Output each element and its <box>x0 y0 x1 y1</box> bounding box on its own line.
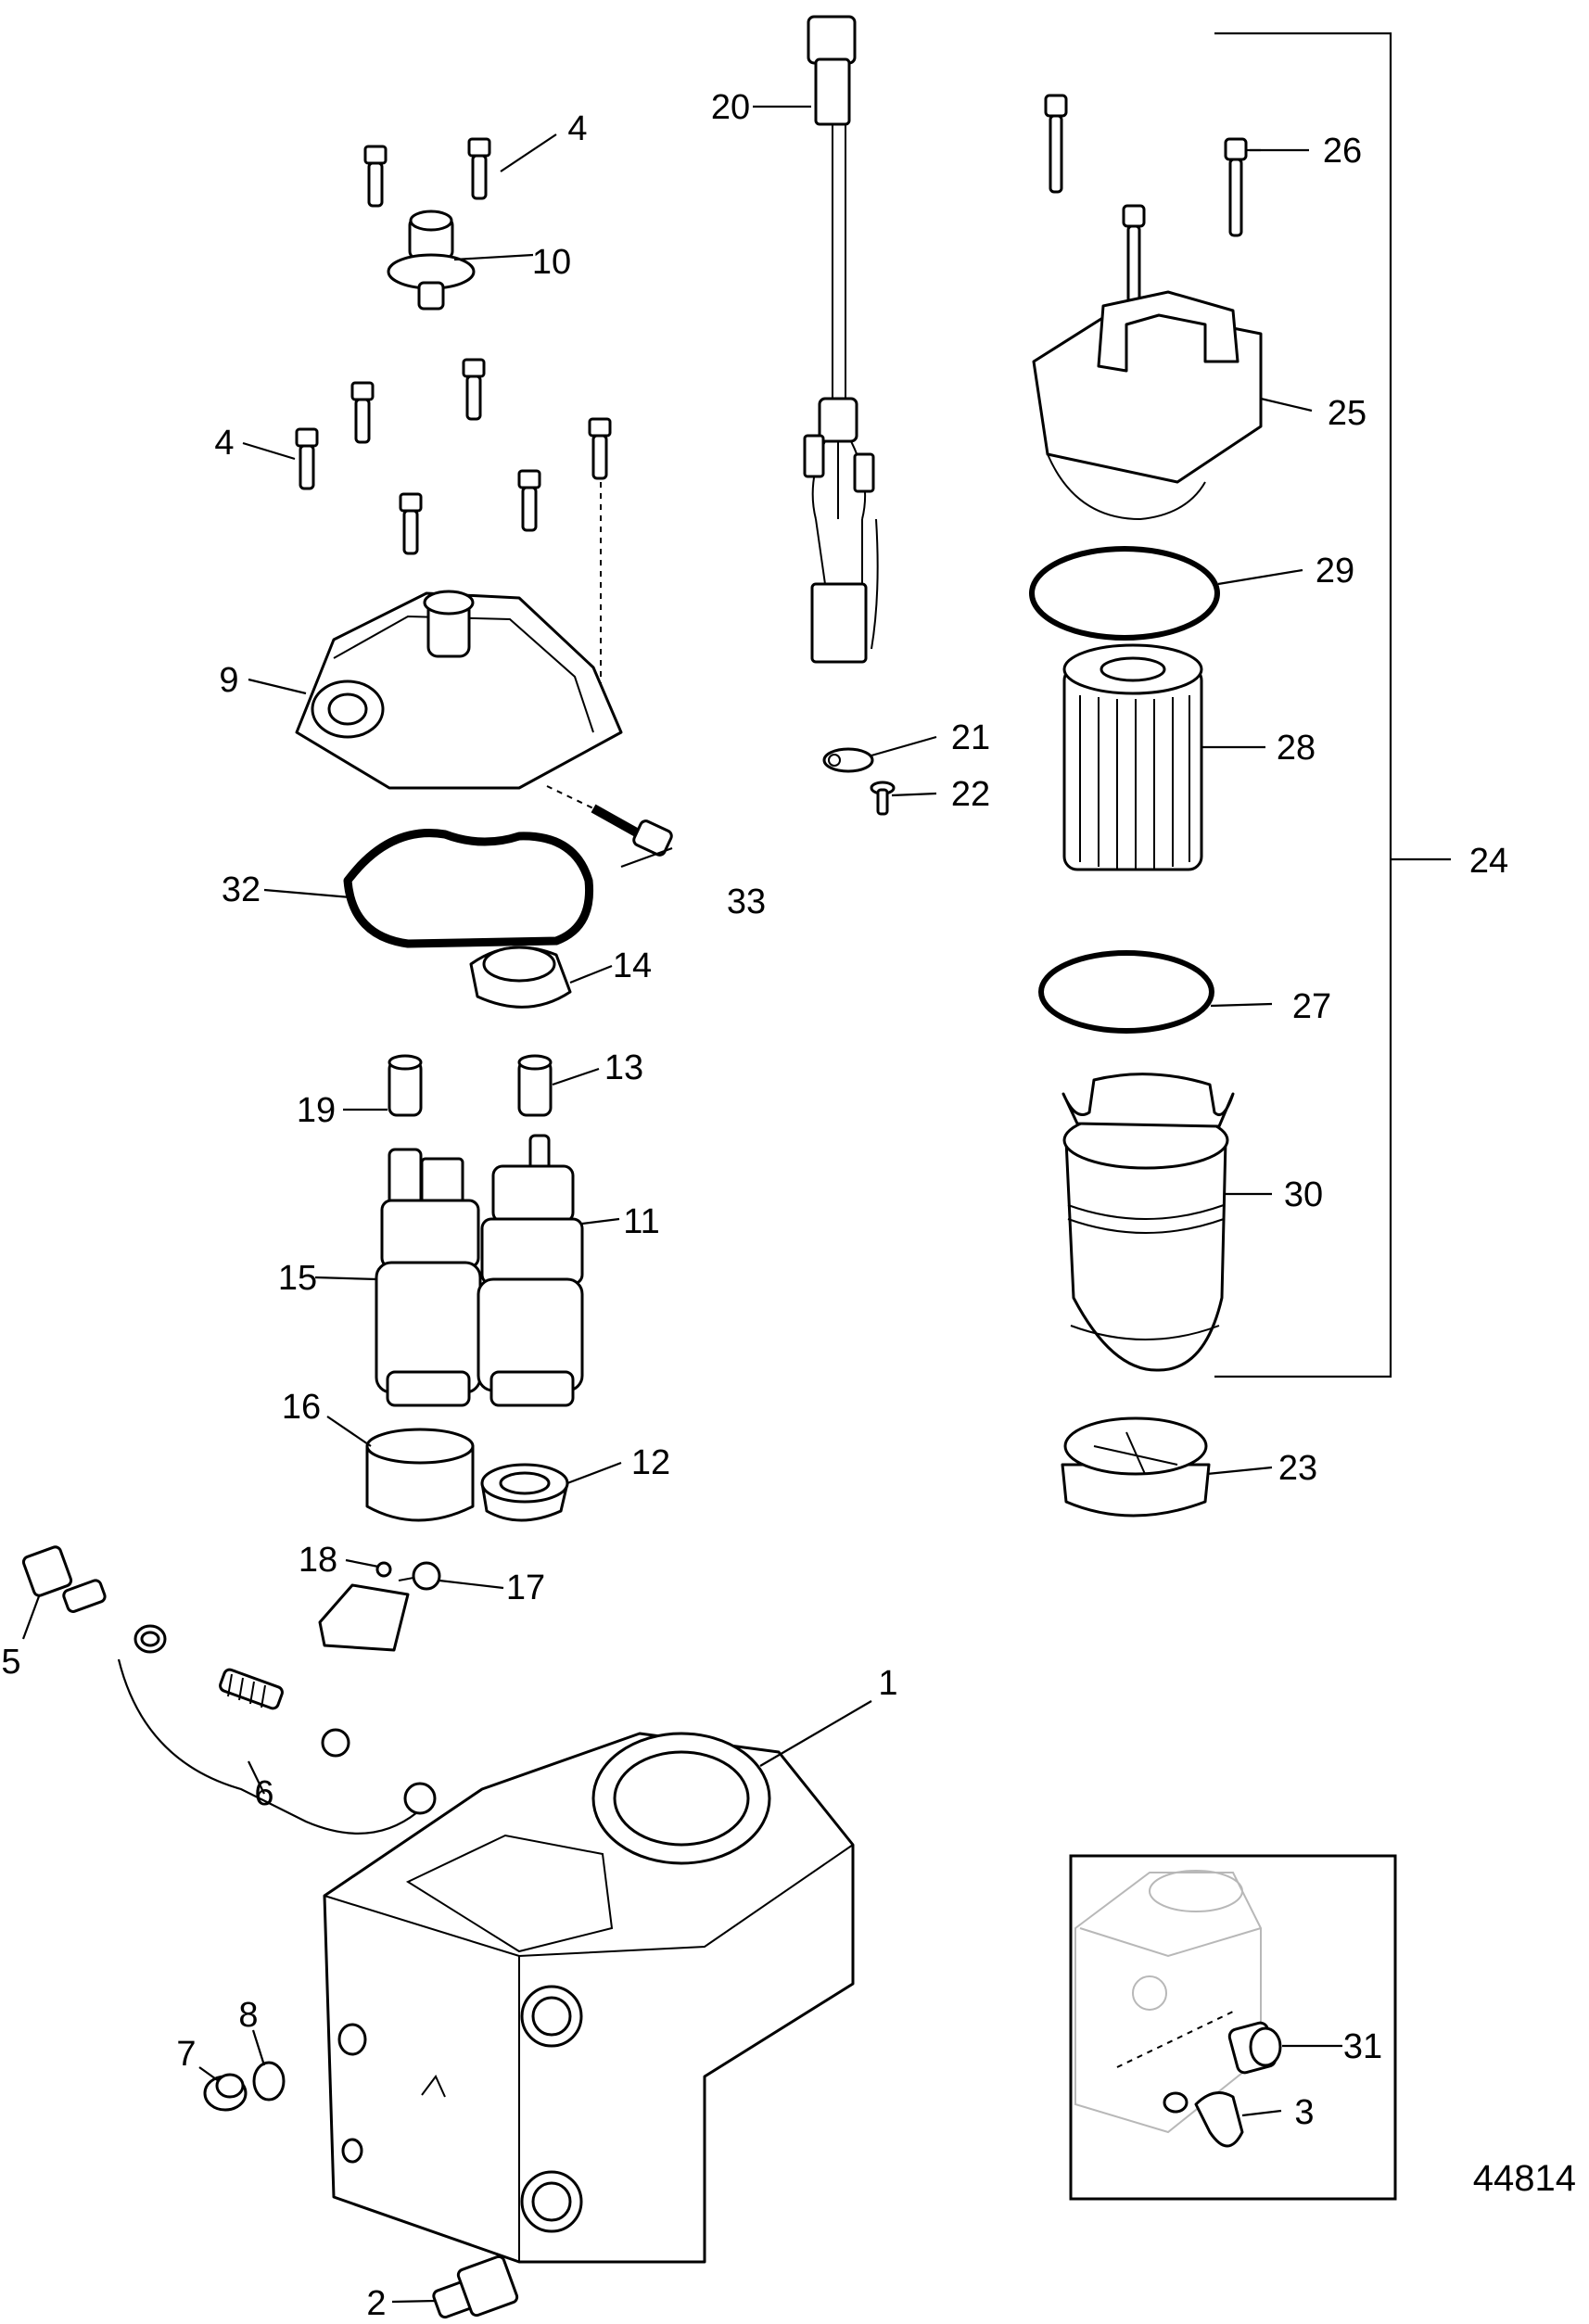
callout-9: 9 <box>219 661 238 700</box>
screen-part-17 <box>318 1561 441 1652</box>
callout-33: 33 <box>727 883 766 921</box>
callout-24: 24 <box>1469 842 1508 881</box>
bracket-24 <box>1214 32 1392 1378</box>
oring-part-27 <box>1038 950 1214 1034</box>
bolt-part-4b <box>295 358 612 555</box>
callout-21: 21 <box>951 718 990 757</box>
callout-23: 23 <box>1278 1449 1317 1488</box>
callout-4b: 4 <box>214 424 234 463</box>
callout-12: 12 <box>631 1443 670 1482</box>
callout-32: 32 <box>222 870 261 909</box>
screw-part-22 <box>870 781 896 816</box>
callout-14: 14 <box>613 946 652 985</box>
pump-part-15 <box>375 1148 482 1407</box>
plug-part-7 <box>203 2073 248 2112</box>
gasket-part-32 <box>343 829 594 948</box>
callout-20: 20 <box>711 88 750 127</box>
screw-part-33 <box>591 804 673 857</box>
kit-part-6 <box>133 1624 437 1815</box>
cup-part-16 <box>365 1428 475 1522</box>
callout-11: 11 <box>623 1202 659 1241</box>
pump-part-11 <box>477 1134 584 1407</box>
callout-27: 27 <box>1292 987 1331 1026</box>
seal-part-12 <box>480 1463 569 1522</box>
callout-28: 28 <box>1277 729 1316 768</box>
screw-part-26 <box>1044 94 1248 304</box>
clip-part-21 <box>822 747 874 773</box>
callout-2: 2 <box>366 2284 386 2323</box>
oring-part-8 <box>252 2061 286 2102</box>
callout-8: 8 <box>238 1996 258 2035</box>
ball-part-18 <box>375 1561 392 1578</box>
seal-part-14 <box>469 946 572 1009</box>
fitting-part-3 <box>1163 2091 1244 2148</box>
callout-17: 17 <box>506 1568 545 1607</box>
harness-part-20 <box>803 15 879 664</box>
inset-detail-box <box>1069 1854 1397 2201</box>
fitting-part-2 <box>432 2254 519 2319</box>
regulator-part-10 <box>387 210 476 311</box>
callout-30: 30 <box>1284 1175 1323 1214</box>
callout-16: 16 <box>282 1388 321 1427</box>
grommet-part-13 <box>517 1054 553 1117</box>
callout-6: 6 <box>254 1774 273 1813</box>
callout-18: 18 <box>299 1541 337 1580</box>
callout-26: 26 <box>1323 132 1362 171</box>
filter-bowl-part-30 <box>1061 1073 1235 1372</box>
callout-4a: 4 <box>567 109 587 148</box>
filter-element-part-28 <box>1062 643 1203 871</box>
callout-15: 15 <box>278 1259 317 1298</box>
base-part-23 <box>1061 1416 1211 1518</box>
cover-part-9 <box>295 590 623 790</box>
grommet-part-19 <box>388 1054 423 1117</box>
callout-10: 10 <box>532 243 571 282</box>
callout-19: 19 <box>297 1091 336 1130</box>
callout-1: 1 <box>878 1664 897 1703</box>
callout-22: 22 <box>951 775 990 814</box>
housing-part-1 <box>323 1732 855 2264</box>
callout-31: 31 <box>1343 2027 1382 2066</box>
fitting-part-5 <box>21 1545 107 1613</box>
callout-29: 29 <box>1316 552 1354 591</box>
callout-7: 7 <box>176 2035 196 2074</box>
figure-number: 44814 <box>1473 2158 1576 2199</box>
oring-part-29 <box>1029 546 1220 641</box>
leader-lines <box>21 105 1451 2304</box>
callout-5: 5 <box>1 1643 20 1682</box>
bolt-part-4 <box>363 137 491 208</box>
plug-part-31 <box>1227 2021 1282 2075</box>
callout-25: 25 <box>1328 394 1367 433</box>
callout-3: 3 <box>1294 2093 1314 2132</box>
callout-13: 13 <box>604 1048 643 1087</box>
filter-cap-part-25 <box>1032 290 1263 521</box>
